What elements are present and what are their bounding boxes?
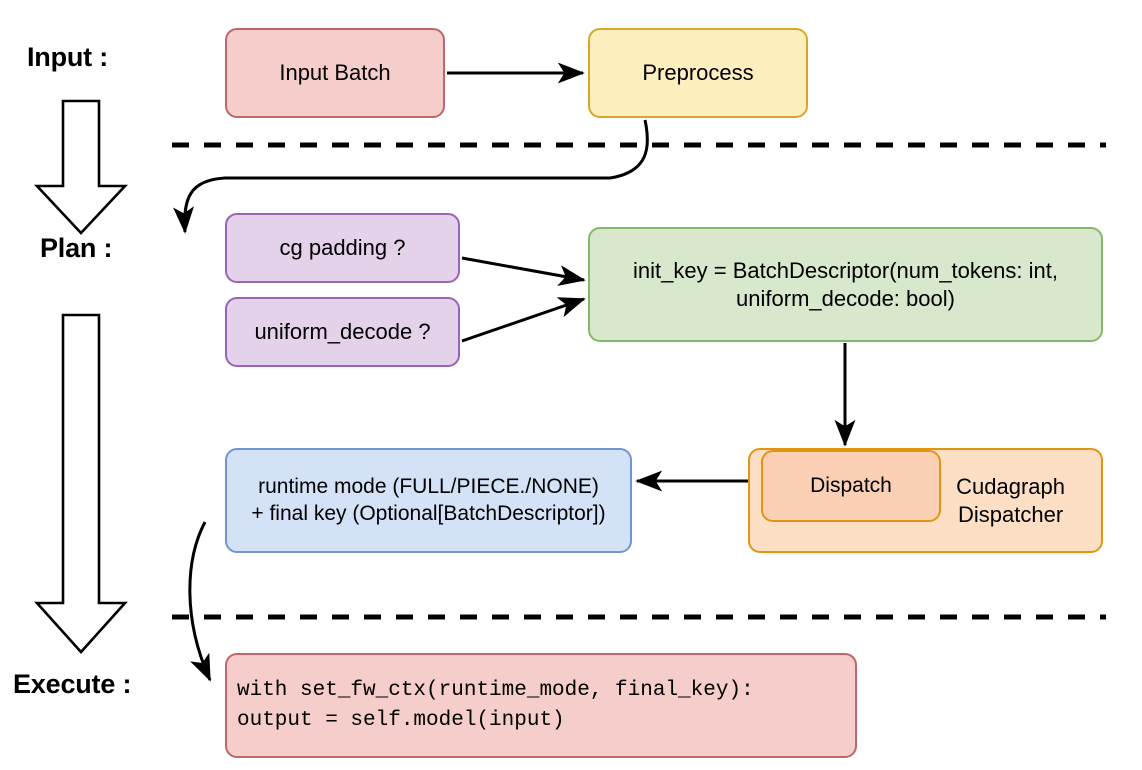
node-execute-code-block[interactable]: with set_fw_ctx(runtime_mode, final_key)…	[225, 653, 857, 758]
node-preprocess[interactable]: Preprocess	[588, 28, 808, 118]
node-input-batch[interactable]: Input Batch	[225, 28, 445, 118]
edge-uniform-decode-to-init-key	[461, 297, 586, 343]
input-to-plan-block-arrow	[34, 99, 128, 235]
stage-label-input: Input :	[27, 42, 109, 72]
edge-cg-padding-to-init-key	[461, 256, 586, 286]
node-dispatch-label: Dispatch	[810, 473, 892, 497]
stage-label-execute: Execute :	[13, 669, 132, 699]
edge-runtime-mode-to-code	[188, 521, 212, 682]
stage-label-plan: Plan :	[40, 233, 113, 263]
node-cudagraph-dispatcher-label: Cudagraph Dispatcher	[956, 474, 1065, 527]
node-execute-code-label: with set_fw_ctx(runtime_mode, final_key)…	[237, 679, 754, 732]
node-init-key-label: init_key = BatchDescriptor(num_tokens: i…	[633, 258, 1058, 311]
node-input-batch-label: Input Batch	[279, 60, 391, 86]
node-dispatch[interactable]: Dispatch	[761, 450, 941, 522]
node-cg-padding[interactable]: cg padding ?	[225, 213, 460, 283]
node-runtime-mode-label: runtime mode (FULL/PIECE./NONE) + final …	[251, 475, 606, 525]
plan-to-execute-block-arrow	[34, 313, 128, 654]
node-uniform-decode[interactable]: uniform_decode ?	[225, 297, 460, 367]
node-uniform-decode-label: uniform_decode ?	[254, 319, 431, 345]
node-init-key[interactable]: init_key = BatchDescriptor(num_tokens: i…	[588, 227, 1103, 342]
node-preprocess-label: Preprocess	[642, 60, 754, 86]
node-cg-padding-label: cg padding ?	[279, 235, 406, 261]
node-runtime-mode[interactable]: runtime mode (FULL/PIECE./NONE) + final …	[225, 448, 632, 553]
